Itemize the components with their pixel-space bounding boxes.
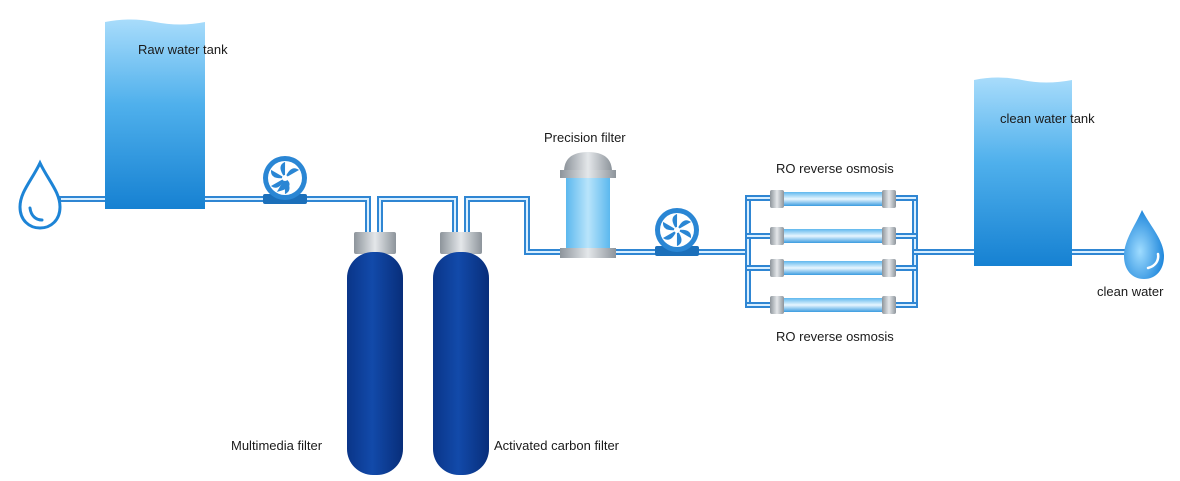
ro-bottom-label: RO reverse osmosis	[776, 329, 894, 344]
ro-membrane	[770, 296, 896, 314]
water-drop-icon	[18, 159, 62, 230]
precision-filter-label: Precision filter	[544, 130, 626, 145]
clean-water-label: clean water	[1097, 284, 1164, 299]
activated-carbon-filter-label: Activated carbon filter	[494, 438, 620, 453]
ro-membrane	[770, 227, 896, 245]
clean-water-tank	[974, 77, 1072, 266]
multimedia-filter	[347, 232, 403, 475]
activated-carbon-filter	[433, 232, 489, 475]
pump-icon	[655, 208, 699, 256]
ro-top-label: RO reverse osmosis	[776, 161, 894, 176]
clean-water-drop-icon	[1124, 210, 1164, 279]
pipes	[59, 195, 1131, 308]
ro-membrane-array	[770, 190, 896, 314]
ro-membrane	[770, 190, 896, 208]
multimedia-filter-label: Multimedia filter	[231, 438, 323, 453]
pump-icon	[263, 156, 307, 204]
clean-water-tank-label: clean water tank	[1000, 111, 1095, 126]
precision-filter	[560, 152, 616, 258]
raw-water-tank-label: Raw water tank	[138, 42, 228, 57]
raw-water-tank	[105, 19, 205, 209]
ro-membrane	[770, 259, 896, 277]
